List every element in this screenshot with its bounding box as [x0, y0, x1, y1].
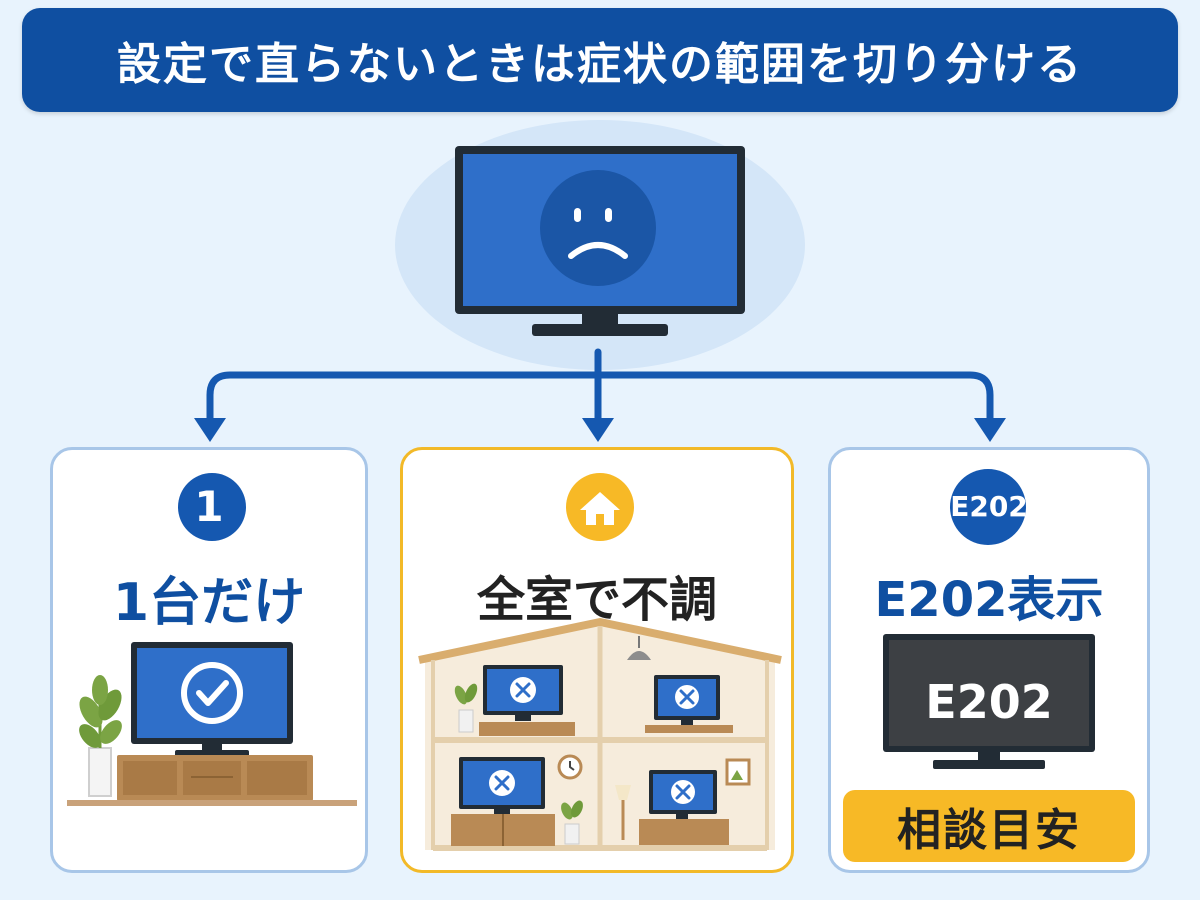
- card-heading-all-rooms: 全室で不調: [476, 572, 717, 628]
- x-circle-icon: [675, 685, 699, 709]
- plant-icon: [561, 800, 583, 845]
- plant-icon: [454, 683, 478, 733]
- badge-circle: [950, 469, 1026, 545]
- connector-arrows: [206, 348, 994, 424]
- card-heading-single: 1台だけ: [112, 573, 306, 633]
- main-tv-icon: [455, 146, 745, 336]
- consult-guide-button[interactable]: 相談目安: [843, 790, 1135, 862]
- card-single-tv: 1 1台だけ: [50, 447, 368, 873]
- plant-icon: [79, 675, 122, 797]
- x-circle-icon: [489, 770, 515, 796]
- page-title: 設定で直らないときは症状の範囲を切り分ける: [117, 39, 1083, 90]
- house-scene: [418, 473, 782, 851]
- badge-code: E202: [950, 490, 1028, 523]
- badge-circle: [178, 473, 246, 541]
- single-tv-scene: [67, 473, 357, 806]
- badge-number: 1: [194, 482, 224, 531]
- check-circle-icon: [181, 662, 243, 724]
- tv-cabinet: [117, 755, 313, 801]
- floor-line: [67, 800, 357, 806]
- tv-screen-code: E202: [925, 675, 1053, 729]
- sad-face-icon: [540, 170, 656, 286]
- e202-scene: [883, 469, 1095, 769]
- x-circle-icon: [510, 677, 536, 703]
- title-banner: 設定で直らないときは症状の範囲を切り分ける: [22, 8, 1178, 112]
- card-e202: E202 E202表示 E202 相談目安: [828, 447, 1150, 873]
- arrow-heads: [194, 418, 1006, 442]
- x-circle-icon: [671, 780, 695, 804]
- card-all-rooms: 全室で不調: [400, 447, 794, 873]
- card-heading-e202: E202表示: [874, 572, 1104, 628]
- tv-ok-icon: [131, 642, 293, 757]
- tv-error-icon: [883, 634, 1095, 769]
